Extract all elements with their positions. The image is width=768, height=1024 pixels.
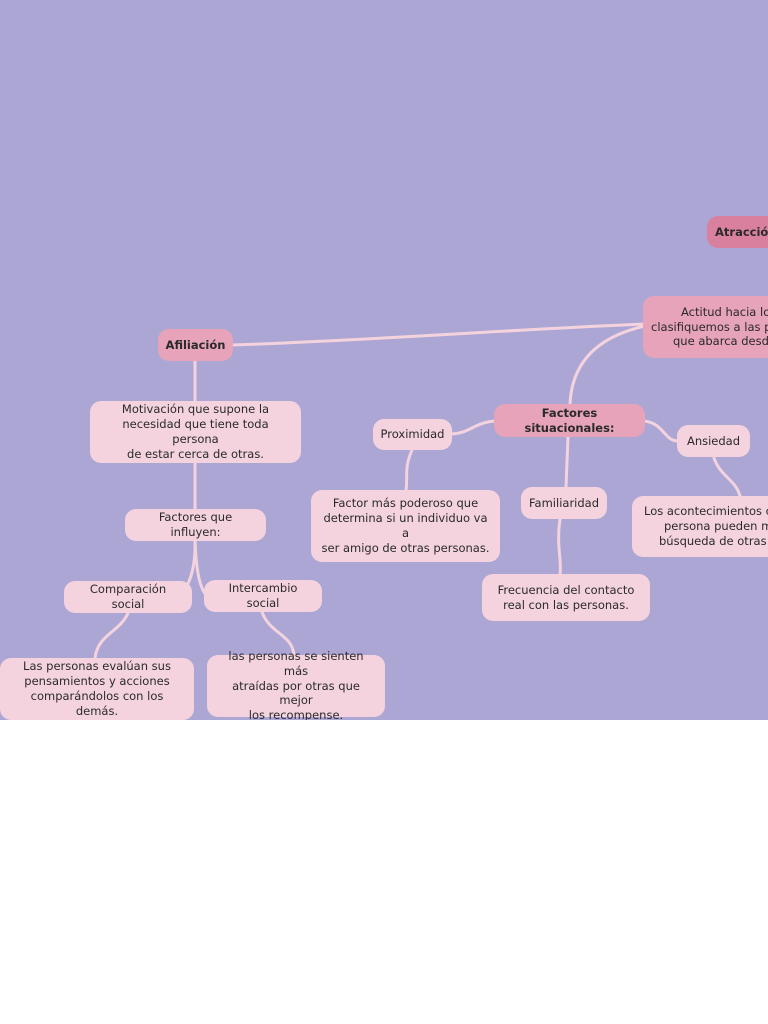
- link-actitud-factores-situacionales: [568, 324, 647, 406]
- mind-map-canvas: Atracción Actitud hacia los clasifiquemo…: [0, 0, 768, 720]
- node-intercambio-social[interactable]: Intercambio social: [204, 580, 322, 612]
- node-ansiedad[interactable]: Ansiedad: [677, 425, 750, 457]
- node-proximidad-label: Proximidad: [380, 427, 445, 442]
- node-intercambio-desc-line-1: las personas se sienten más: [228, 648, 364, 678]
- node-proximidad-desc-line-2: determina si un individuo va a: [323, 511, 488, 540]
- node-proximidad-desc-line-1: Factor más poderoso que: [332, 496, 479, 511]
- node-afiliacion-label: Afiliación: [165, 337, 226, 352]
- node-comparacion-social[interactable]: Comparación social: [64, 581, 192, 613]
- link-comparacion-desc: [93, 611, 130, 660]
- node-intercambio-social-label: Intercambio social: [228, 581, 298, 610]
- node-comparacion-desc[interactable]: Las personas evalúan sus pensamientos y …: [0, 658, 194, 720]
- node-intercambio-desc-line-2: atraídas por otras que mejor: [232, 678, 360, 708]
- node-intercambio-desc[interactable]: las personas se sienten más atraídas por…: [207, 649, 385, 720]
- node-intercambio-desc-line-3: los recompense.: [248, 708, 344, 720]
- node-familiaridad-label: Familiaridad: [529, 495, 600, 510]
- link-ansiedad-desc: [712, 456, 742, 498]
- node-motivacion[interactable]: Motivación que supone la necesidad que t…: [90, 401, 301, 463]
- node-atraccion-label: Atracción: [715, 224, 768, 239]
- link-familiaridad-desc: [557, 517, 562, 576]
- node-comparacion-social-label: Comparación social: [89, 582, 167, 611]
- node-motivacion-line-3: de estar cerca de otras.: [127, 446, 264, 461]
- node-comparacion-desc-line-3: comparándolos con los demás.: [30, 689, 164, 718]
- node-familiaridad[interactable]: Familiaridad: [521, 487, 607, 519]
- link-situacionales-familiaridad: [564, 435, 570, 489]
- link-actitud-afiliacion: [230, 322, 647, 347]
- node-ansiedad-desc-line-1: Los acontecimientos c: [644, 504, 768, 519]
- node-motivacion-line-1: Motivación que supone la: [121, 402, 270, 417]
- node-familiaridad-desc-line-2: real con las personas.: [503, 597, 629, 612]
- node-factores-influyen[interactable]: Factores que influyen:: [125, 509, 266, 541]
- node-actitud[interactable]: Actitud hacia los clasifiquemos a las p …: [643, 296, 768, 358]
- node-atraccion[interactable]: Atracción: [707, 216, 768, 248]
- node-familiaridad-desc-line-1: Frecuencia del contacto: [497, 582, 635, 597]
- link-situacionales-ansiedad: [642, 419, 680, 443]
- node-proximidad-desc-line-3: ser amigo de otras personas.: [321, 540, 490, 555]
- node-actitud-line-1: Actitud hacia los: [681, 304, 768, 319]
- node-proximidad[interactable]: Proximidad: [373, 419, 452, 450]
- node-afiliacion[interactable]: Afiliación: [158, 329, 233, 361]
- node-proximidad-desc[interactable]: Factor más poderoso que determina si un …: [311, 490, 500, 562]
- node-comparacion-desc-line-1: Las personas evalúan sus: [23, 659, 171, 674]
- link-situacionales-proximidad: [448, 419, 498, 436]
- node-motivacion-line-2: necesidad que tiene toda persona: [122, 417, 269, 446]
- link-proximidad-desc: [404, 448, 414, 492]
- link-intercambio-desc: [260, 610, 296, 657]
- node-factores-situacionales[interactable]: Factores situacionales:: [494, 404, 645, 437]
- node-ansiedad-label: Ansiedad: [686, 433, 741, 448]
- node-factores-influyen-label: Factores que influyen:: [158, 510, 233, 539]
- connector-lines: [93, 322, 742, 660]
- node-comparacion-desc-line-2: pensamientos y acciones: [24, 674, 170, 689]
- node-ansiedad-desc-line-3: búsqueda de otras: [659, 533, 767, 548]
- node-actitud-line-2: clasifiquemos a las p: [651, 319, 768, 334]
- node-ansiedad-desc[interactable]: Los acontecimientos c persona pueden m b…: [632, 496, 768, 557]
- node-actitud-line-3: que abarca desd: [673, 334, 768, 349]
- node-factores-situacionales-label: Factores situacionales:: [524, 405, 615, 435]
- node-ansiedad-desc-line-2: persona pueden m: [664, 519, 768, 534]
- node-familiaridad-desc[interactable]: Frecuencia del contacto real con las per…: [482, 574, 650, 621]
